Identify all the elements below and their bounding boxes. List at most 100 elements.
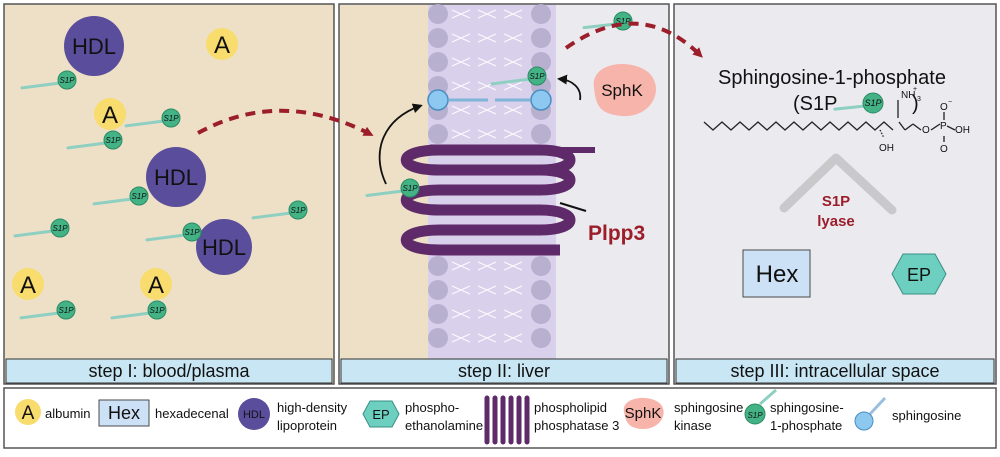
svg-text:S1P: S1P bbox=[290, 206, 306, 215]
sphk-enzyme: SphK bbox=[593, 64, 656, 117]
svg-text:A: A bbox=[20, 272, 36, 299]
transfer-arrow-blood-to-liver bbox=[197, 108, 374, 136]
svg-text:A: A bbox=[214, 32, 230, 59]
svg-text:+: + bbox=[913, 86, 917, 93]
svg-text:S1P: S1P bbox=[58, 306, 74, 315]
svg-text:O: O bbox=[940, 102, 948, 113]
legend-s1p: S1P sphingosine- 1-phosphate bbox=[744, 388, 844, 433]
svg-text:phospholipid: phospholipid bbox=[534, 400, 607, 415]
step-bar-intracellular bbox=[675, 358, 995, 384]
svg-text:sphingosine: sphingosine bbox=[674, 400, 743, 415]
svg-text:S1P: S1P bbox=[131, 192, 147, 201]
svg-text:−: − bbox=[948, 99, 952, 106]
intracellular-contents: Sphingosine-1-phosphate (S1P ) S1P NH 3 … bbox=[703, 67, 970, 298]
uptake-arrow bbox=[378, 103, 423, 185]
legend-box bbox=[3, 387, 997, 449]
svg-text:phospho-: phospho- bbox=[405, 400, 459, 415]
s1p-molecule: S1P bbox=[13, 218, 70, 238]
svg-text:1-phosphate: 1-phosphate bbox=[770, 418, 842, 433]
cell-membrane bbox=[428, 4, 556, 359]
transfer-arrow-liver-to-intracellular bbox=[564, 21, 703, 58]
s1p-molecule: S1P bbox=[19, 300, 76, 320]
legend-plpp3: phospholipid phosphatase 3 bbox=[484, 395, 619, 445]
svg-text:kinase: kinase bbox=[674, 418, 712, 433]
svg-text:S1P: S1P bbox=[402, 184, 418, 193]
svg-text:Hex: Hex bbox=[108, 403, 140, 423]
svg-text:OH: OH bbox=[879, 143, 894, 154]
svg-text:HDL: HDL bbox=[243, 409, 265, 421]
svg-text:high-density: high-density bbox=[277, 400, 348, 415]
plpp3-label: Plpp3 bbox=[588, 222, 645, 245]
s1p-molecule: S1P bbox=[145, 222, 202, 242]
svg-text:S1P: S1P bbox=[747, 411, 763, 420]
sphingosine-molecule bbox=[427, 89, 488, 111]
svg-text:EP: EP bbox=[372, 407, 389, 422]
blood-contents: HDL HDL HDL A A A A S1P S1P S1P S1P S1P S1P S1… bbox=[12, 16, 308, 320]
svg-text:S1P: S1P bbox=[615, 17, 631, 26]
step-bar-liver bbox=[340, 358, 668, 384]
svg-text:A: A bbox=[22, 403, 35, 424]
albumin-particle: A bbox=[206, 28, 238, 60]
plpp3-pointer bbox=[559, 202, 587, 212]
phosphorylation-arrow bbox=[557, 74, 582, 101]
svg-text:hexadecenal: hexadecenal bbox=[155, 406, 229, 421]
s1p-molecule: S1P bbox=[92, 186, 149, 206]
svg-text:HDL: HDL bbox=[202, 235, 246, 260]
lyase-label-line1: S1P bbox=[822, 193, 850, 210]
s1p-molecule: S1P bbox=[490, 66, 547, 86]
svg-text:3: 3 bbox=[917, 96, 921, 103]
svg-text:S1P: S1P bbox=[529, 72, 545, 81]
s1p-molecule: S1P bbox=[66, 130, 123, 150]
liver-contents: Plpp3 SphK S1P S1P S1P bbox=[365, 11, 656, 256]
s1p-molecule: S1P bbox=[124, 108, 181, 128]
svg-text:phosphatase 3: phosphatase 3 bbox=[534, 418, 619, 433]
legend: A albumin Hex hexadecenal HDL high-densi… bbox=[15, 388, 961, 445]
plpp3-enzyme bbox=[401, 144, 595, 256]
svg-text:Hex: Hex bbox=[756, 261, 799, 288]
svg-text:S1P: S1P bbox=[184, 228, 200, 237]
svg-text:OH: OH bbox=[955, 125, 970, 136]
svg-text:S1P: S1P bbox=[52, 224, 68, 233]
phosphoethanolamine-product: EP bbox=[891, 253, 947, 295]
legend-sphk: SphK sphingosine kinase bbox=[623, 397, 743, 433]
sphingosine-molecule bbox=[495, 89, 552, 111]
hdl-particle: HDL bbox=[146, 147, 206, 207]
svg-text:S1P: S1P bbox=[59, 76, 75, 85]
step-label-liver: step II: liver bbox=[458, 361, 550, 381]
svg-text:O: O bbox=[940, 144, 948, 155]
lyase-label-line2: lyase bbox=[817, 213, 855, 230]
legend-sphingosine: sphingosine bbox=[854, 396, 961, 431]
s1p-molecule: S1P bbox=[20, 70, 77, 90]
legend-hexadecenal: Hex hexadecenal bbox=[98, 399, 229, 427]
svg-text:HDL: HDL bbox=[154, 165, 198, 190]
legend-hdl: HDL high-density lipoprotein bbox=[238, 398, 348, 433]
s1p-molecule: S1P bbox=[833, 92, 884, 114]
molecule-abbrev-open: (S1P bbox=[793, 93, 837, 115]
hexadecenal-product: Hex bbox=[742, 249, 811, 298]
svg-text:lipoprotein: lipoprotein bbox=[277, 418, 337, 433]
s1p-molecule: S1P bbox=[251, 200, 308, 220]
svg-text:A: A bbox=[102, 102, 118, 129]
svg-text:ethanolamine: ethanolamine bbox=[405, 418, 483, 433]
svg-text:albumin: albumin bbox=[45, 406, 91, 421]
legend-phosphoethanolamine: EP phospho- ethanolamine bbox=[362, 400, 483, 433]
intracellular-panel bbox=[673, 3, 997, 385]
molecule-abbrev-close: ) bbox=[912, 93, 919, 115]
svg-text:S1P: S1P bbox=[163, 114, 179, 123]
svg-text:S1P: S1P bbox=[864, 98, 881, 108]
svg-text:SphK: SphK bbox=[625, 405, 662, 422]
svg-text:S1P: S1P bbox=[105, 136, 121, 145]
step-label-intracellular: step III: intracellular space bbox=[730, 361, 939, 381]
svg-text:HDL: HDL bbox=[72, 34, 116, 59]
svg-text:EP: EP bbox=[907, 265, 931, 285]
molecule-title: Sphingosine-1-phosphate bbox=[718, 67, 946, 89]
legend-albumin: A albumin bbox=[15, 399, 91, 425]
s1p-lyase-enzyme bbox=[779, 153, 897, 215]
s1p-structure: NH 3 + OH O P O − OH O bbox=[703, 86, 970, 155]
svg-text:sphingosine-: sphingosine- bbox=[770, 400, 844, 415]
svg-text:NH: NH bbox=[901, 90, 915, 101]
hdl-particle: HDL bbox=[196, 219, 252, 275]
albumin-particle: A bbox=[140, 268, 172, 300]
